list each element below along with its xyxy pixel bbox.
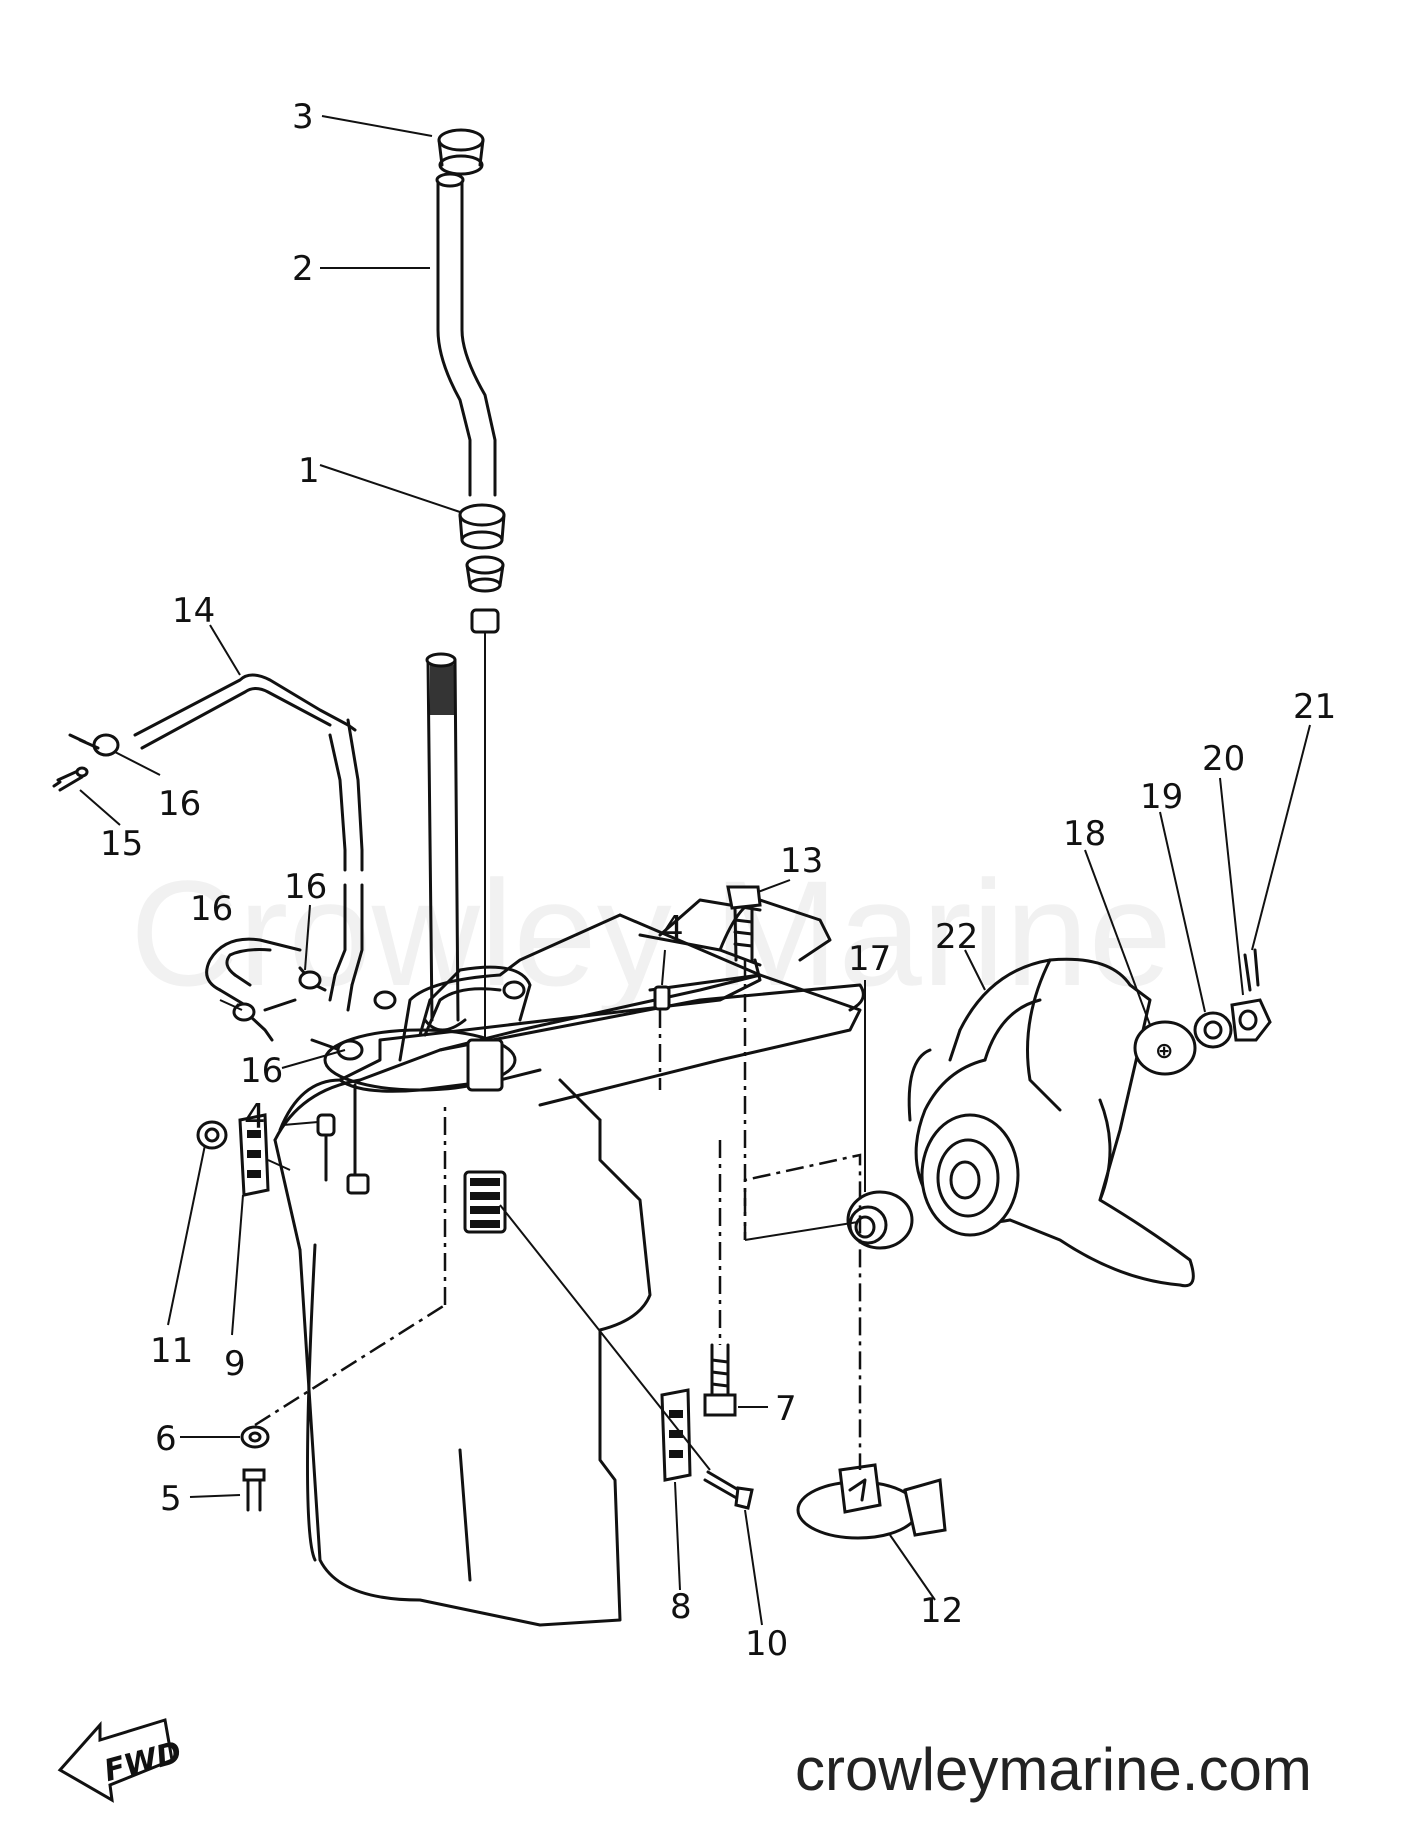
callout-16-d: 16	[240, 1051, 283, 1091]
hose-14	[133, 673, 364, 1012]
callout-16-a: 16	[158, 784, 201, 824]
item-18-spacer	[1133, 1020, 1197, 1076]
clips-middle	[232, 966, 364, 1061]
item-17-seal	[846, 1190, 914, 1250]
shift-rod	[435, 128, 506, 1092]
svg-text:⊕: ⊕	[1155, 1039, 1173, 1064]
clip-and-screw-top-left	[52, 733, 120, 792]
fwd-arrow-badge: FWD	[57, 1718, 185, 1803]
callout-16-b: 16	[190, 889, 233, 929]
seal-leader	[744, 1221, 859, 1241]
item-20-nut	[1230, 998, 1272, 1042]
item-8-anode	[660, 1388, 692, 1482]
callout-8: 8	[670, 1587, 692, 1627]
callout-2: 2	[292, 249, 314, 289]
callout-12: 12	[920, 1591, 963, 1631]
callout-4-left: 4	[244, 1097, 266, 1137]
lower-casing	[273, 898, 865, 1627]
callout-3: 3	[292, 97, 314, 137]
callout-9: 9	[224, 1344, 246, 1384]
fitting-left	[316, 1083, 370, 1195]
callout-6: 6	[155, 1419, 177, 1459]
screw-leader	[499, 1204, 711, 1471]
callout-5: 5	[160, 1479, 182, 1519]
item-7-bolt	[703, 1140, 737, 1417]
callout-13: 13	[780, 841, 823, 881]
callout-15: 15	[100, 824, 143, 864]
item-1-grommet	[458, 503, 506, 527]
item-22-propeller	[907, 957, 1195, 1288]
callout-19: 19	[1140, 777, 1183, 817]
callout-4-top: 4	[662, 909, 684, 949]
drive-shaft	[423, 652, 467, 1032]
callout-16-c: 16	[284, 867, 327, 907]
callout-leaders	[79, 115, 1311, 1626]
callout-labels: 3 2 1 14 16 15 16 16 16 4 13 4 17 22 18 …	[100, 97, 1336, 1664]
item-10-screw	[703, 1470, 754, 1510]
anode-leader	[267, 1159, 291, 1171]
callout-17: 17	[848, 939, 891, 979]
items-18-21: ⊕	[1133, 948, 1272, 1076]
callout-18: 18	[1063, 814, 1106, 854]
item-4-dowel-top	[653, 985, 671, 1011]
trim-tab-leader	[743, 1153, 862, 1470]
site-url: crowleymarine.com	[795, 1736, 1312, 1803]
item-19-washer	[1193, 1011, 1233, 1049]
items-5-6	[240, 1105, 447, 1512]
callout-21: 21	[1293, 687, 1336, 727]
item-21-cotter-pin	[1243, 953, 1252, 992]
item-13-bolt	[726, 885, 762, 1240]
callout-14: 14	[172, 591, 215, 631]
callout-1: 1	[298, 451, 320, 491]
item-9-anode	[238, 1113, 270, 1197]
item-3-dust-seal	[437, 128, 485, 152]
callout-10: 10	[745, 1624, 788, 1664]
callout-11: 11	[150, 1331, 193, 1371]
item-12-trim-tab	[796, 1463, 947, 1540]
callout-7: 7	[775, 1389, 797, 1429]
callout-22: 22	[935, 917, 978, 957]
callout-20: 20	[1202, 739, 1245, 779]
item-11-nut	[196, 1120, 228, 1150]
